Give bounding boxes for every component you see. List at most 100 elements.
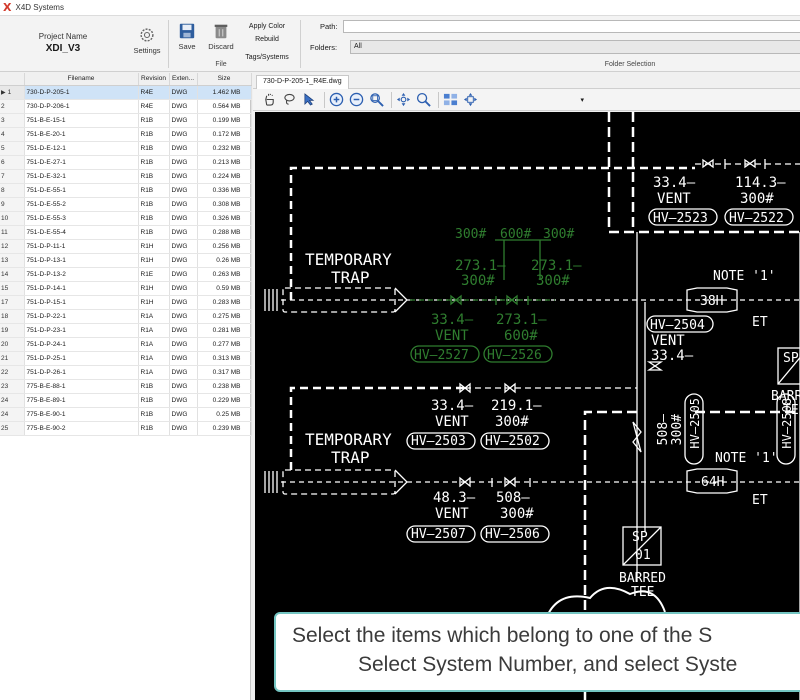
row-number-text: 21 bbox=[1, 354, 9, 362]
zoom-search-icon[interactable] bbox=[415, 91, 432, 108]
drawing-label-vent-2: VENT bbox=[435, 414, 469, 430]
filename-cell: 751-D-E-55-1 bbox=[24, 183, 139, 198]
path-input[interactable] bbox=[343, 20, 800, 33]
size-cell-text: 0.277 MB bbox=[212, 340, 241, 348]
row-number-text: 3 bbox=[1, 116, 5, 124]
size-cell: 0.59 MB bbox=[197, 281, 252, 296]
drawing-label-et-2: ET bbox=[752, 493, 768, 508]
extension-header[interactable]: Exten... bbox=[169, 73, 198, 86]
filename-header[interactable]: Filename bbox=[24, 73, 139, 86]
filename-cell-text: 751-D-E-55-2 bbox=[26, 200, 66, 208]
drawing-label-hv2522: HV–2522 bbox=[729, 211, 784, 226]
extension-cell-text: DWG bbox=[171, 340, 188, 348]
rebuild-label-line2: Tags/Systems bbox=[245, 54, 289, 61]
viewer-tab-strip: 730-D-P-205-1_R4E.dwg bbox=[253, 73, 800, 89]
extension-cell: DWG bbox=[169, 99, 198, 114]
size-header[interactable]: Size bbox=[197, 73, 252, 86]
size-cell-text: 0.239 MB bbox=[212, 424, 241, 432]
revision-cell: R1B bbox=[138, 183, 170, 198]
discard-button[interactable]: Discard bbox=[205, 22, 237, 51]
extension-cell-text: DWG bbox=[171, 200, 188, 208]
drawing-label-tee-top: TEE bbox=[783, 403, 800, 418]
tab-document[interactable]: 730-D-P-205-1_R4E.dwg bbox=[256, 75, 349, 89]
settings-button[interactable]: Settings bbox=[132, 26, 162, 55]
size-cell-text: 0.213 MB bbox=[212, 158, 241, 166]
move-icon[interactable] bbox=[395, 91, 412, 108]
revision-header[interactable]: Revision bbox=[138, 73, 170, 86]
revision-cell-text: R4E bbox=[140, 102, 154, 110]
revision-cell: R1E bbox=[138, 267, 170, 282]
current-row-arrow-icon: ▶ bbox=[1, 89, 6, 96]
save-label: Save bbox=[178, 42, 196, 51]
zoom-out-icon[interactable] bbox=[348, 91, 365, 108]
filename-cell-text: 751-D-E-12-1 bbox=[26, 144, 66, 152]
filename-cell: 775-B-E-89-1 bbox=[24, 393, 139, 408]
layers-icon[interactable] bbox=[442, 91, 459, 108]
extension-cell-text: DWG bbox=[171, 284, 188, 292]
revision-cell: R1A bbox=[138, 351, 170, 366]
app-logo: X bbox=[3, 1, 12, 14]
revision-cell: R1B bbox=[138, 211, 170, 226]
fit-icon[interactable] bbox=[462, 91, 479, 108]
pan-icon[interactable] bbox=[261, 91, 278, 108]
project-block: Project Name XDI_V3 bbox=[0, 16, 126, 72]
extension-cell: DWG bbox=[169, 323, 198, 338]
row-number: 24 bbox=[0, 393, 25, 408]
revision-cell-text: R1H bbox=[140, 256, 154, 264]
select-icon[interactable] bbox=[301, 91, 318, 108]
size-cell-text: 0.317 MB bbox=[212, 368, 241, 376]
drawing-label-d508: 508– bbox=[496, 490, 530, 506]
folders-select[interactable]: All bbox=[350, 40, 800, 54]
zoom-in-icon[interactable] bbox=[328, 91, 345, 108]
revision-cell-text: R1B bbox=[140, 214, 154, 222]
save-button[interactable]: Save bbox=[176, 22, 198, 51]
rebuild-label-line1: Rebuild bbox=[255, 36, 279, 43]
view-dropdown[interactable]: ▾ bbox=[488, 93, 588, 107]
drawing-label-hv2526: HV–2526 bbox=[487, 348, 542, 363]
row-number: 24 bbox=[0, 407, 25, 422]
rebuild-tags-button[interactable]: Rebuild Tags/Systems bbox=[243, 35, 291, 62]
row-number-text: 14 bbox=[1, 270, 9, 278]
size-cell: 0.239 MB bbox=[197, 421, 252, 436]
zoom-window-icon[interactable] bbox=[368, 91, 385, 108]
revision-cell: R1H bbox=[138, 281, 170, 296]
drawing-label-vent-3: VENT bbox=[435, 506, 469, 522]
drawing-label-d273-1: 273.1– bbox=[455, 258, 506, 274]
revision-cell-text: R1B bbox=[140, 228, 154, 236]
lasso-icon[interactable] bbox=[281, 91, 298, 108]
revision-cell: R1B bbox=[138, 225, 170, 240]
extension-cell: DWG bbox=[169, 253, 198, 268]
revision-cell: R1A bbox=[138, 337, 170, 352]
filename-cell: 730-D-P-205-1 bbox=[24, 85, 139, 100]
apply-color-button[interactable]: Apply Color bbox=[248, 23, 286, 30]
drawing-label-temp-trap-1a: TEMPORARY bbox=[305, 250, 392, 269]
extension-cell: DWG bbox=[169, 295, 198, 310]
